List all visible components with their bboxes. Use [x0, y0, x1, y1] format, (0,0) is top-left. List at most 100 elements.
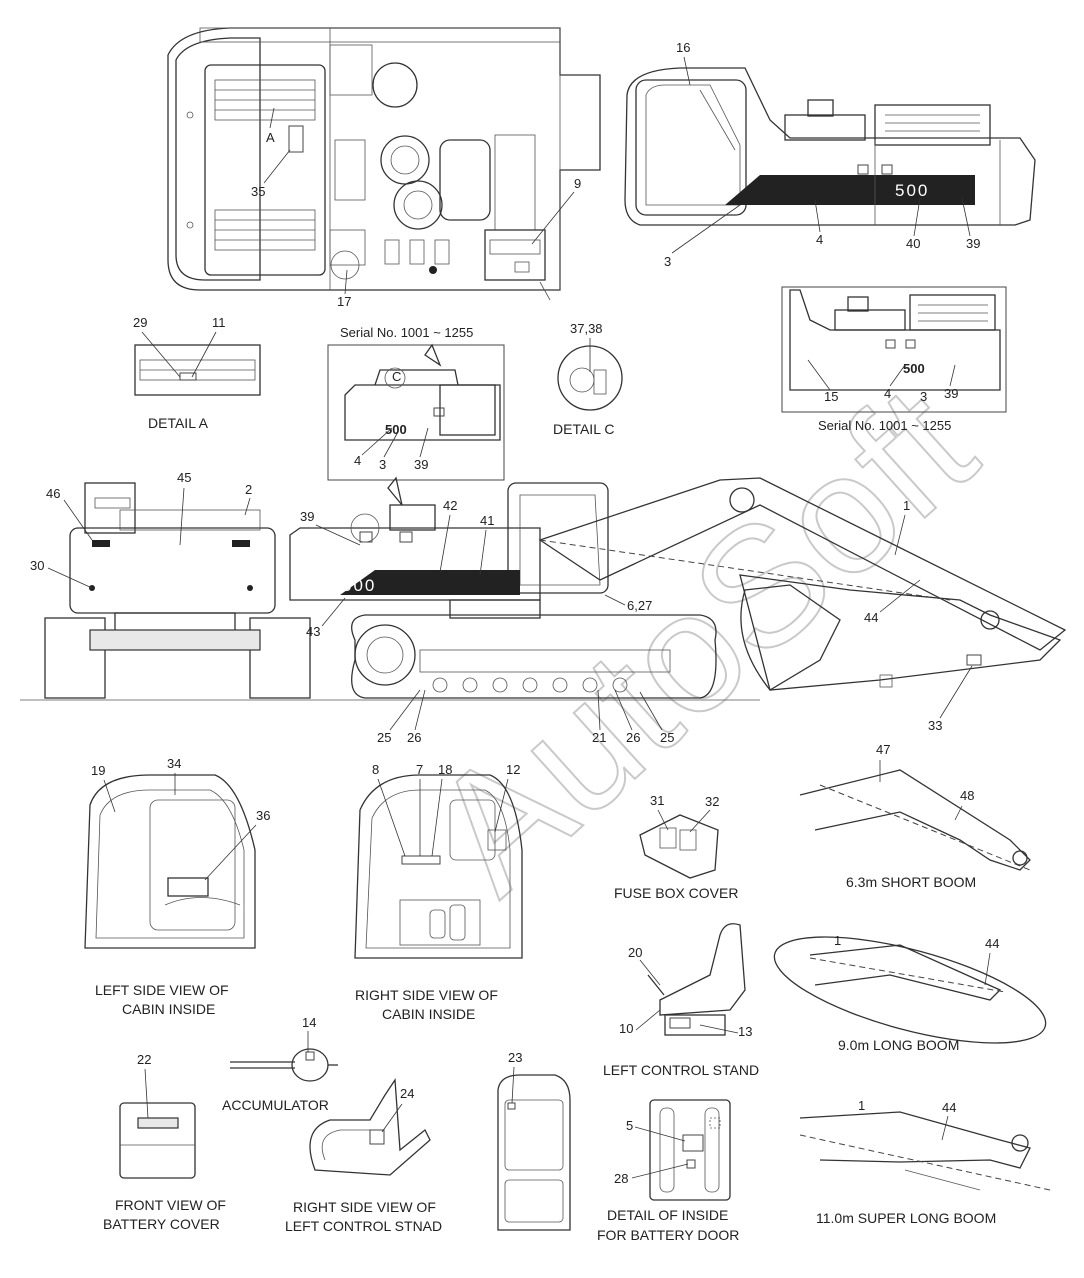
- part-label-6-27: 6,27: [627, 598, 652, 613]
- fuse-box-cover-drawing: [639, 814, 719, 879]
- part-label-26-right: 26: [626, 730, 640, 745]
- caption-short-boom: 6.3m SHORT BOOM: [846, 874, 976, 890]
- part-label-5: 5: [626, 1118, 633, 1133]
- part-label-29: 29: [133, 315, 147, 330]
- caption-detail-a: DETAIL A: [148, 415, 209, 431]
- long-boom-drawing: [773, 936, 1047, 1044]
- part-label-43: 43: [306, 624, 320, 639]
- part-label-45: 45: [177, 470, 191, 485]
- caption-long-boom: 9.0m LONG BOOM: [838, 1037, 959, 1053]
- part-label-17: 17: [337, 294, 351, 309]
- caption-accumulator: ACCUMULATOR: [222, 1097, 329, 1113]
- serial-right-drawing: 500: [789, 289, 1001, 391]
- part-label-33: 33: [928, 718, 942, 733]
- part-label-21: 21: [592, 730, 606, 745]
- part-label-9: 9: [574, 176, 581, 191]
- part-label-23: 23: [508, 1050, 522, 1065]
- detail-a-drawing: [134, 344, 261, 396]
- part-label-40: 40: [906, 236, 920, 251]
- caption-serial-right: Serial No. 1001 ~ 1255: [818, 418, 951, 433]
- cabin-left-drawing: [84, 774, 256, 949]
- part-label-31: 31: [650, 793, 664, 808]
- part-label-34: 34: [167, 756, 181, 771]
- serial-left-drawing: 500: [344, 343, 501, 441]
- brand-mark-main: 500: [342, 576, 376, 595]
- part-label-2: 2: [245, 482, 252, 497]
- caption-right-stand-line2: LEFT CONTROL STNAD: [285, 1218, 442, 1234]
- part-label-48: 48: [960, 788, 974, 803]
- part-label-18: 18: [438, 762, 452, 777]
- side-view-upper-drawing: 500: [624, 67, 1036, 226]
- part-label-3-serial-left: 3: [379, 457, 386, 472]
- short-boom-drawing: [799, 769, 1031, 871]
- control-stand-side-drawing: [309, 1078, 431, 1176]
- brand-mark-upper: 500: [895, 181, 929, 200]
- caption-left-cabin-line2: CABIN INSIDE: [122, 1001, 215, 1017]
- part-label-3-serial-right: 3: [920, 389, 927, 404]
- part-label-39-serial-left: 39: [414, 457, 428, 472]
- part-label-46: 46: [46, 486, 60, 501]
- serial-box-left: [327, 344, 505, 481]
- part-label-24: 24: [400, 1086, 414, 1101]
- caption-left-control-stand: LEFT CONTROL STAND: [603, 1062, 759, 1078]
- part-label-20: 20: [628, 945, 642, 960]
- part-label-25-left: 25: [377, 730, 391, 745]
- part-label-44-main: 44: [864, 610, 878, 625]
- caption-fuse-box-cover: FUSE BOX COVER: [614, 885, 738, 901]
- caption-left-cabin-line1: LEFT SIDE VIEW OF: [95, 982, 229, 998]
- part-label-32: 32: [705, 794, 719, 809]
- part-label-4-serial-right: 4: [884, 386, 891, 401]
- caption-serial-left: Serial No. 1001 ~ 1255: [340, 325, 473, 340]
- part-label-1-long: 1: [834, 933, 841, 948]
- part-label-10: 10: [619, 1021, 633, 1036]
- caption-right-cabin-line2: CABIN INSIDE: [382, 1006, 475, 1022]
- caption-battery-door-line1: DETAIL OF INSIDE: [607, 1207, 728, 1223]
- battery-door-detail-drawing: [649, 1099, 731, 1201]
- part-label-39-main: 39: [300, 509, 314, 524]
- rear-view-drawing: [44, 482, 311, 699]
- boom-arm-drawing: [538, 477, 1067, 691]
- part-label-7: 7: [416, 762, 423, 777]
- cabin-door-drawing: [497, 1074, 571, 1231]
- watermark-text: AutoSoft: [397, 351, 1009, 929]
- part-label-14: 14: [302, 1015, 316, 1030]
- part-label-39-upper: 39: [966, 236, 980, 251]
- serial-right-brand: 500: [903, 361, 925, 376]
- part-label-22: 22: [137, 1052, 151, 1067]
- side-view-main-drawing: 500: [20, 476, 760, 701]
- part-label-25-right: 25: [660, 730, 674, 745]
- part-label-28: 28: [614, 1171, 628, 1186]
- caption-super-long-boom: 11.0m SUPER LONG BOOM: [816, 1210, 996, 1226]
- caption-right-cabin-line1: RIGHT SIDE VIEW OF: [355, 987, 498, 1003]
- caption-battery-cover-line2: BATTERY COVER: [103, 1216, 220, 1232]
- part-label-41: 41: [480, 513, 494, 528]
- caption-battery-door-line2: FOR BATTERY DOOR: [597, 1227, 739, 1243]
- super-long-boom-drawing: [799, 1111, 1051, 1191]
- part-label-26-left: 26: [407, 730, 421, 745]
- part-label-12: 12: [506, 762, 520, 777]
- part-label-36: 36: [256, 808, 270, 823]
- part-label-42: 42: [443, 498, 457, 513]
- part-label-3-upper: 3: [664, 254, 671, 269]
- view-mark-a: A: [266, 130, 275, 145]
- left-control-stand-drawing: [647, 923, 746, 1036]
- part-label-39-serial-right: 39: [944, 386, 958, 401]
- serial-left-brand: 500: [385, 422, 407, 437]
- part-label-35: 35: [251, 184, 265, 199]
- part-label-44-super: 44: [942, 1100, 956, 1115]
- part-label-47: 47: [876, 742, 890, 757]
- view-mark-c-left: C: [392, 369, 401, 384]
- part-label-1-super: 1: [858, 1098, 865, 1113]
- part-label-11: 11: [212, 315, 226, 330]
- part-label-4-serial-left: 4: [354, 453, 361, 468]
- part-label-4-upper: 4: [816, 232, 823, 247]
- caption-detail-c: DETAIL C: [553, 421, 614, 437]
- accumulator-drawing: [230, 1048, 338, 1082]
- part-label-13: 13: [738, 1024, 752, 1039]
- serial-box-right: [781, 286, 1007, 413]
- part-label-15: 15: [824, 389, 838, 404]
- part-label-16: 16: [676, 40, 690, 55]
- part-label-19: 19: [91, 763, 105, 778]
- caption-right-stand-line1: RIGHT SIDE VIEW OF: [293, 1199, 436, 1215]
